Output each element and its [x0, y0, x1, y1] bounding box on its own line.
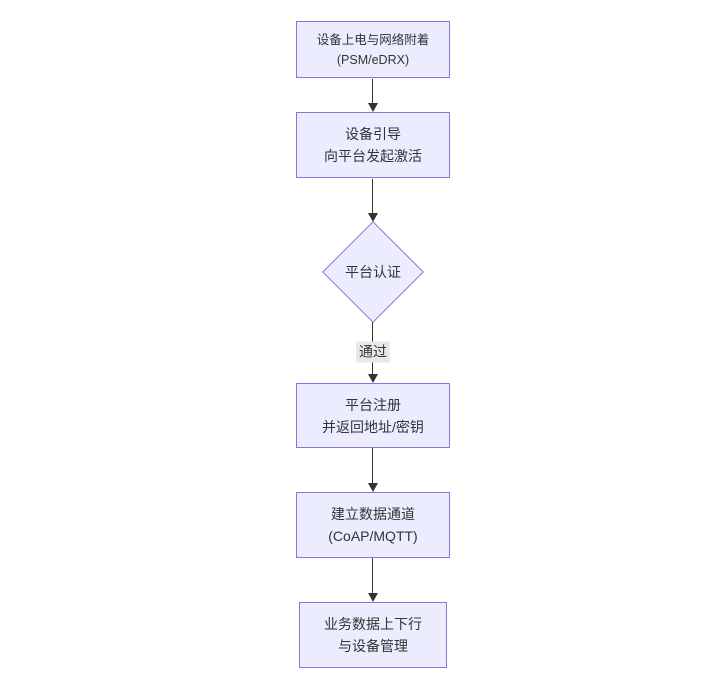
node-bootstrap: 设备引导 向平台发起激活 [296, 112, 450, 178]
node-label-line: 设备引导 [345, 126, 401, 142]
node-label-line: 并返回地址/密钥 [322, 418, 424, 435]
edge-line-power-to-bootstrap [372, 79, 373, 103]
node-label-line: 平台认证 [345, 264, 401, 280]
arrow-down-icon [368, 103, 378, 112]
arrow-down-icon [368, 213, 378, 222]
node-data-channel: 建立数据通道 (CoAP/MQTT) [296, 492, 450, 558]
arrow-down-icon [368, 593, 378, 602]
node-label-line: 向平台发起激活 [324, 148, 422, 164]
node-label-line: 建立数据通道 [331, 506, 415, 522]
node-label-line: 与设备管理 [338, 638, 408, 654]
node-platform-register: 平台注册 并返回地址/密钥 [296, 383, 450, 448]
edge-label-pass: 通过 [356, 341, 390, 363]
node-label-line: (PSM/eDRX) [336, 52, 410, 67]
node-label-line: 业务数据上下行 [324, 616, 422, 632]
node-label-line: 平台注册 [345, 396, 401, 413]
node-label-line: 设备上电与网络附着 [316, 32, 430, 47]
edge-line-channel-to-business [372, 558, 373, 593]
node-power-attach: 设备上电与网络附着 (PSM/eDRX) [296, 21, 450, 78]
edge-line-bootstrap-to-auth [372, 179, 373, 213]
node-business-data: 业务数据上下行 与设备管理 [299, 602, 447, 668]
arrow-down-icon [368, 483, 378, 492]
arrow-down-icon [368, 374, 378, 383]
edge-line-register-to-channel [372, 448, 373, 483]
node-label-line: (CoAP/MQTT) [328, 528, 418, 544]
